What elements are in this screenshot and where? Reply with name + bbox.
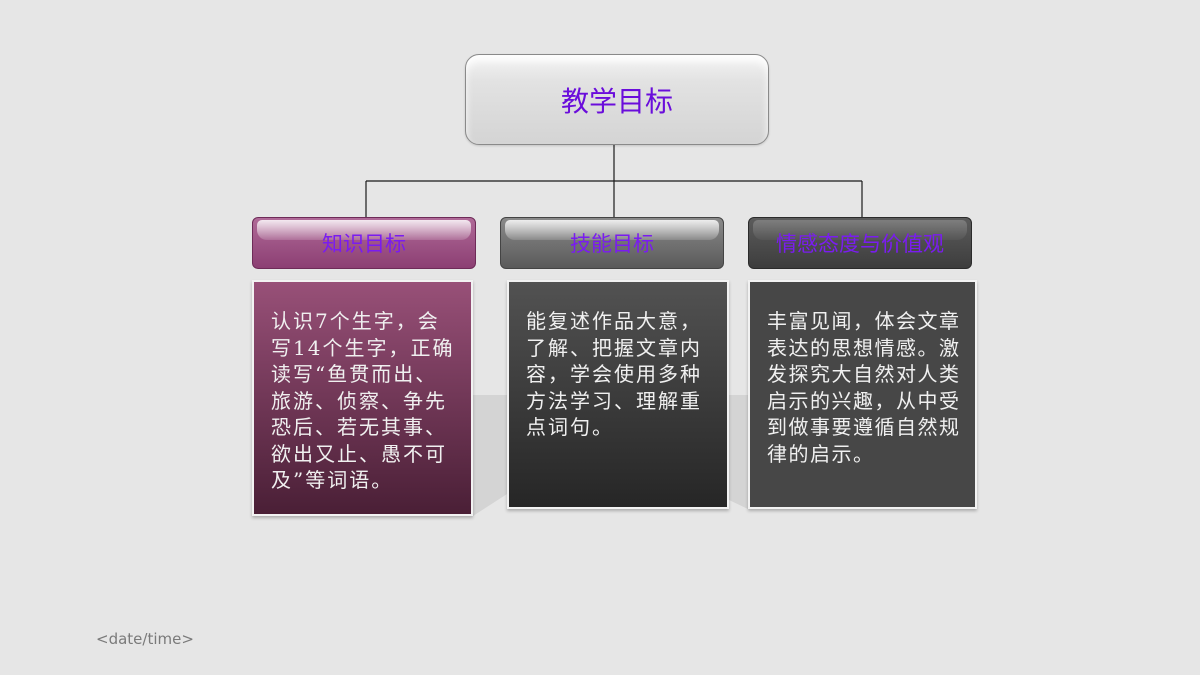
category-title: 技能目标 <box>570 232 654 256</box>
date-time-placeholder: <date/time> <box>96 630 194 648</box>
content-box-emotion: 丰富见闻，体会文章表达的思想情感。激发探究大自然对人类启示的兴趣，从中受到做事要… <box>748 280 977 509</box>
content-text: 丰富见闻，体会文章表达的思想情感。激发探究大自然对人类启示的兴趣，从中受到做事要… <box>767 309 961 466</box>
category-title: 情感态度与价值观 <box>776 232 944 256</box>
content-text: 能复述作品大意，了解、把握文章内容，学会使用多种方法学习、理解重点词句。 <box>526 309 702 439</box>
root-title: 教学目标 <box>560 84 673 118</box>
category-title: 知识目标 <box>322 232 406 256</box>
category-heading-emotion: 情感态度与价值观 <box>748 217 972 269</box>
content-box-skill: 能复述作品大意，了解、把握文章内容，学会使用多种方法学习、理解重点词句。 <box>507 280 729 509</box>
root-node: 教学目标 <box>465 54 769 145</box>
content-box-knowledge: 认识7个生字，会写14个生字，正确读写“鱼贯而出、旅游、侦察、争先恐后、若无其事… <box>252 280 473 516</box>
content-text: 认识7个生字，会写14个生字，正确读写“鱼贯而出、旅游、侦察、争先恐后、若无其事… <box>271 309 455 492</box>
arrow-shadow-1 <box>473 395 507 516</box>
category-heading-knowledge: 知识目标 <box>252 217 476 269</box>
category-heading-skill: 技能目标 <box>500 217 724 269</box>
arrow-shadow-2 <box>729 395 748 509</box>
